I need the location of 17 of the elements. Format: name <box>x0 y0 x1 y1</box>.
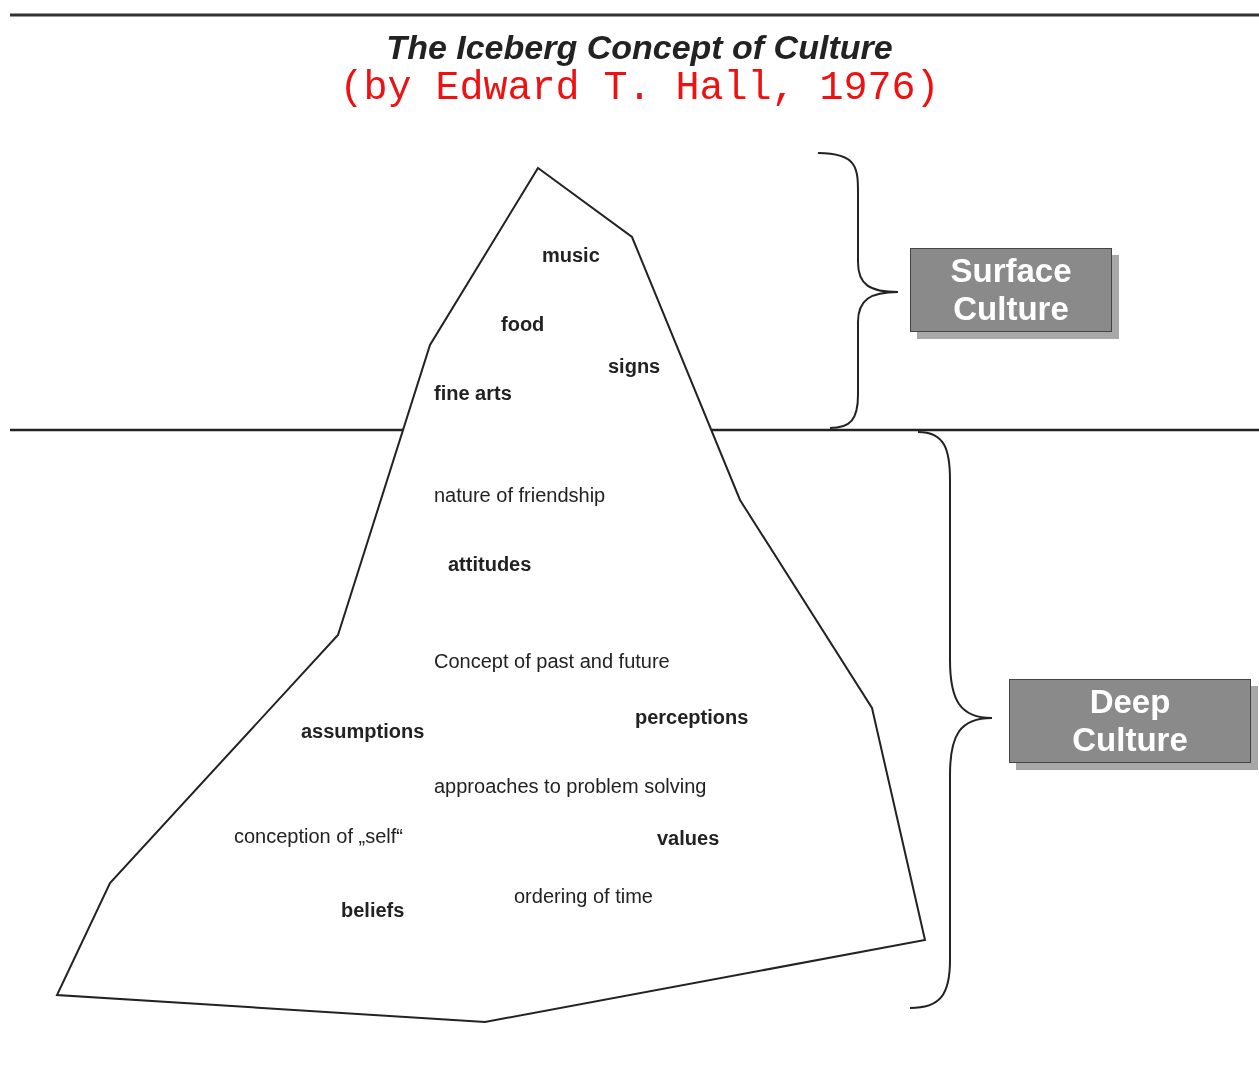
iceberg-shape <box>57 168 927 1024</box>
iceberg-term: signs <box>608 354 661 378</box>
iceberg-term: music <box>542 243 600 267</box>
iceberg-term: Concept of past and future <box>434 649 670 673</box>
iceberg-term: assumptions <box>301 719 425 743</box>
iceberg-term: perceptions <box>635 705 749 729</box>
iceberg-term: attitudes <box>448 552 532 576</box>
iceberg-term: fine arts <box>434 381 512 405</box>
iceberg-term: conception of „self“ <box>234 824 403 848</box>
iceberg-term: nature of friendship <box>434 483 606 507</box>
iceberg-term: values <box>657 826 720 850</box>
iceberg-term: ordering of time <box>514 884 653 908</box>
iceberg-term: beliefs <box>341 898 405 922</box>
title: The Iceberg Concept of Culture <box>385 28 894 67</box>
iceberg-term: food <box>501 312 545 336</box>
subtitle: (by Edward T. Hall, 1976) <box>338 66 941 111</box>
iceberg-term: approaches to problem solving <box>434 774 707 798</box>
